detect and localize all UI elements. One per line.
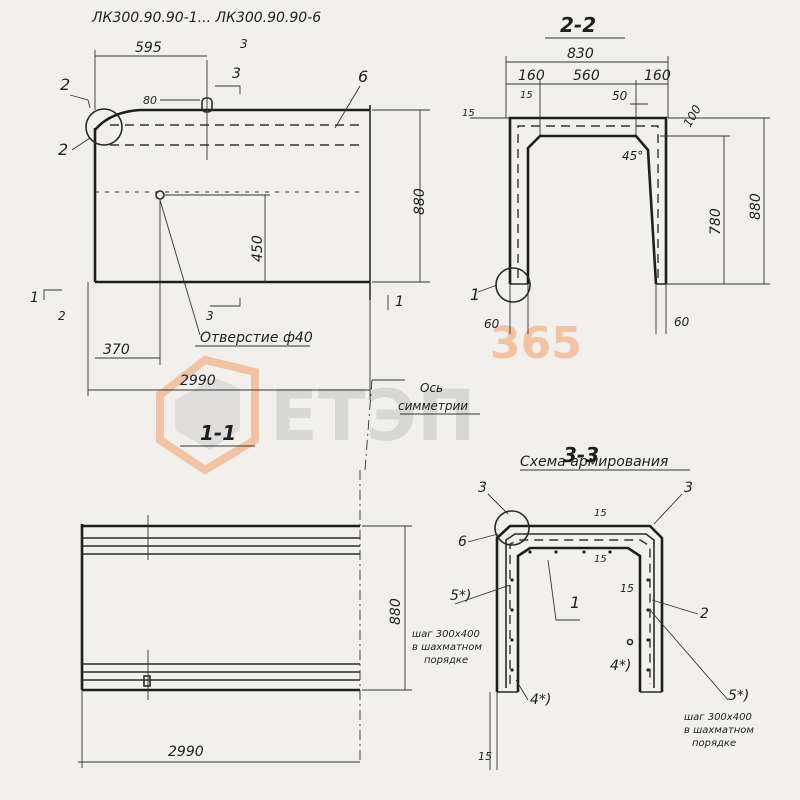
detail-callout-circle bbox=[85, 108, 123, 146]
dim-60-left: 60 bbox=[484, 317, 500, 331]
dim-60-right: 60 bbox=[674, 315, 690, 329]
note-left-line2: в шахматном bbox=[412, 642, 482, 653]
dim-3-arrow: 3 bbox=[232, 66, 241, 82]
mark-15-top: 15 bbox=[594, 508, 607, 519]
mark-1: 1 bbox=[570, 593, 580, 612]
watermark: ЕТЭП 365 bbox=[156, 318, 582, 475]
mark-4-bottom: 4*) bbox=[530, 692, 551, 708]
section-mark-1-left: 1 bbox=[30, 290, 39, 306]
axis-label-line1: Ось bbox=[420, 381, 443, 395]
mark-3-left: 3 bbox=[478, 480, 487, 496]
dim-80: 80 bbox=[143, 94, 157, 107]
elevation-view: 595 3 3 80 6 2 2 880 450 Отверстие ф40 1… bbox=[30, 37, 480, 471]
mark-2-lower: 2 bbox=[58, 140, 68, 159]
dim-100: 100 bbox=[680, 102, 704, 129]
axis-label-line2: симметрии bbox=[398, 399, 468, 413]
section-mark-1-right: 1 bbox=[395, 294, 404, 310]
dim-370: 370 bbox=[103, 342, 130, 358]
mark-4-right: 4*) bbox=[610, 658, 631, 674]
dim-450: 450 bbox=[250, 235, 266, 262]
section-label-2-2: 2-2 bbox=[560, 13, 596, 37]
plan-view: 880 2990 bbox=[78, 470, 412, 768]
section-3-3: 3 3 6 15 15 15 1 2 5*) шаг 300х400 в шах… bbox=[412, 480, 754, 770]
dim-160-right: 160 bbox=[644, 68, 671, 84]
section22-callout-circle bbox=[495, 267, 531, 303]
mark-15-side: 15 bbox=[620, 582, 634, 595]
dim-2990-plan: 2990 bbox=[168, 744, 204, 760]
dim-830: 830 bbox=[567, 46, 594, 62]
dim-3-top: 3 bbox=[240, 37, 248, 51]
section-2-2: 1 830 160 560 160 15 15 50 100 45° 780 8… bbox=[462, 46, 770, 334]
dim-780: 780 bbox=[708, 208, 724, 235]
mark-15-inner: 15 bbox=[594, 554, 607, 565]
dim-595: 595 bbox=[135, 40, 162, 56]
note-left-line3: порядке bbox=[424, 655, 468, 666]
dim-880-section: 880 bbox=[748, 193, 764, 220]
dim-45-deg: 45° bbox=[622, 149, 643, 163]
dim-15-top: 15 bbox=[520, 90, 533, 101]
section33-callout-circle bbox=[494, 510, 530, 546]
dim-15-left: 15 bbox=[462, 108, 475, 119]
watermark-digits: 365 bbox=[490, 318, 582, 369]
hole-circle bbox=[155, 190, 165, 200]
mark-6: 6 bbox=[358, 67, 368, 86]
dim-160-left: 160 bbox=[518, 68, 545, 84]
section22-mark-1: 1 bbox=[470, 285, 480, 304]
drawing-title: ЛК300.90.90-1... ЛК300.90.90-6 bbox=[91, 10, 321, 26]
mark-6: 6 bbox=[458, 534, 467, 550]
section-mark-2-left: 2 bbox=[58, 309, 66, 323]
note-right-line1: шаг 300х400 bbox=[684, 712, 752, 723]
dim-880-elevation: 880 bbox=[412, 188, 428, 215]
mark-3-right: 3 bbox=[684, 480, 693, 496]
dim-560: 560 bbox=[573, 68, 600, 84]
watermark-letters: ЕТЭП bbox=[270, 375, 476, 457]
section-label-3-3: 3-3 bbox=[563, 443, 599, 467]
section-label-1-1: 1-1 bbox=[200, 421, 236, 445]
note-right-line2: в шахматном bbox=[684, 725, 754, 736]
dim-2990-elevation: 2990 bbox=[180, 373, 216, 389]
mark-15-bottom: 15 bbox=[478, 750, 492, 763]
hole-label: Отверстие ф40 bbox=[200, 330, 313, 346]
section-mark-3-bottom: 3 bbox=[206, 309, 214, 323]
mark-5-right: 5*) bbox=[728, 688, 749, 704]
watermark-hex-logo bbox=[156, 355, 259, 475]
mark-2: 2 bbox=[700, 606, 709, 622]
mark-2-upper: 2 bbox=[60, 75, 70, 94]
scheme-title: Схема армирования bbox=[520, 454, 668, 470]
note-right-line3: порядке bbox=[692, 738, 736, 749]
dim-50: 50 bbox=[612, 89, 628, 103]
dim-880-plan: 880 bbox=[388, 598, 404, 625]
note-left-line1: шаг 300х400 bbox=[412, 629, 480, 640]
